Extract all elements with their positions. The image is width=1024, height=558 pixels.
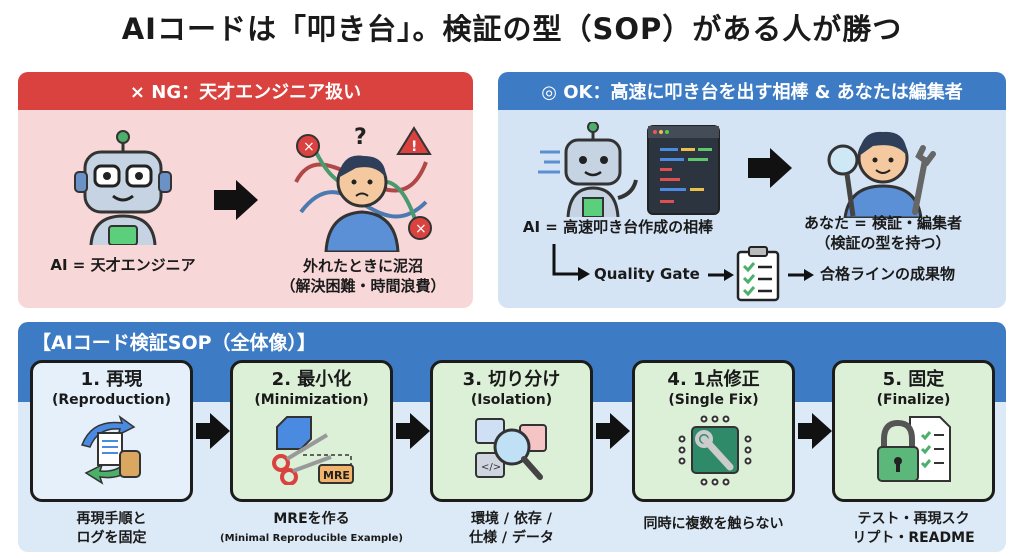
step-arrow-icon (396, 413, 430, 449)
sop-step-card: 5. 固定 (Finalize) (832, 360, 995, 502)
svg-text:MRE: MRE (323, 469, 350, 482)
step-caption: 同時に複数を触らない (612, 515, 815, 534)
ok-you-line1: あなた = 検証・編集者 (803, 214, 962, 232)
ng-result-line2: （解決困難・時間浪費） (280, 277, 446, 295)
sop-step-card: 2. 最小化 (Minimization) MRE (230, 360, 393, 502)
step-title: 5. 固定 (882, 369, 945, 390)
step-title: 2. 最小化 (271, 369, 352, 390)
step-caption: 環境 / 依存 / 仕様 / データ (410, 510, 613, 548)
svg-text:</>: </> (481, 462, 501, 473)
step-caption: MREを作る (Minimal Reproducible Example) (210, 510, 413, 548)
page-title: AIコードは「叩き台」。検証の型（SOP）がある人が勝つ (121, 12, 903, 46)
caption-line2: ログを固定 (76, 530, 147, 546)
step-english: (Reproduction) (52, 392, 171, 408)
caption-line1: 再現手順と (76, 511, 147, 527)
ng-panel: × NG：天才エンジニア扱い ? × ! × AI = 天才エンジニア 外れたと… (18, 72, 473, 308)
ng-result-caption: 外れたときに泥沼 （解決困難・時間浪費） (268, 256, 458, 296)
ok-you-line2: （検証の型を持つ） (815, 234, 951, 252)
ok-ai-caption: AI = 高速叩き台作成の相棒 (522, 218, 714, 236)
svg-text:×: × (303, 139, 315, 155)
caption-line1: テスト・再現スク (857, 511, 970, 527)
caption-line1: 同時に複数を触らない (643, 516, 784, 532)
caption-line2: 仕様 / データ (469, 530, 554, 546)
code-window-icon (647, 125, 720, 215)
sop-step-card: 4. 1点修正 (Single Fix) (632, 360, 795, 502)
checklist-clipboard-icon (736, 246, 780, 302)
svg-text:!: ! (411, 139, 417, 155)
step-arrow-icon (196, 413, 230, 449)
robot-icon (74, 130, 172, 245)
scissors-cut-icon: MRE (271, 416, 354, 486)
step-english: (Minimization) (254, 392, 369, 408)
arrow-icon (214, 180, 258, 220)
reproduce-cycle-icon (80, 415, 141, 485)
arrow-icon (748, 148, 792, 188)
caption-line1: 環境 / 依存 / (471, 511, 552, 527)
sop-step-card: 1. 再現 (Reproduction) (30, 360, 193, 502)
editor-person-icon (827, 131, 936, 218)
step-caption: テスト・再現スクリプト・README (812, 510, 1015, 548)
step-arrow-icon (596, 413, 630, 449)
caption-line2: リプト・README (852, 530, 975, 546)
confused-person-icon: ? × ! × (294, 125, 432, 252)
step-caption: 再現手順とログを固定 (10, 510, 213, 548)
step-arrow-icon (798, 413, 832, 449)
step-english: (Single Fix) (668, 392, 759, 408)
quality-gate-label: Quality Gate (594, 265, 700, 283)
lock-checklist-icon (876, 416, 951, 482)
step-title: 1. 再現 (80, 369, 143, 390)
magnifier-isolation-icon: </> (474, 418, 547, 480)
arrow-icon (708, 269, 734, 281)
svg-text:?: ? (354, 125, 367, 150)
ng-ai-caption: AI = 天才エンジニア (50, 256, 196, 274)
chip-wrench-icon (678, 415, 751, 486)
step-title: 3. 切り分け (462, 369, 561, 390)
sop-header: 【AIコード検証SOP（全体像）】 (32, 332, 317, 354)
caption-line2: (Minimal Reproducible Example) (220, 533, 403, 544)
step-english: (Isolation) (470, 392, 553, 408)
ok-header: ◎ OK：高速に叩き台を出す相棒 & あなたは編集者 (498, 72, 1006, 110)
step-english: (Finalize) (876, 392, 951, 408)
ng-header: × NG：天才エンジニア扱い (18, 72, 473, 110)
elbow-arrow-icon (552, 244, 590, 281)
caption-line1: MREを作る (273, 511, 350, 527)
output-label: 合格ラインの成果物 (820, 265, 956, 283)
ok-you-caption: あなた = 検証・編集者 （検証の型を持つ） (778, 213, 988, 253)
sop-step-card: 3. 切り分け (Isolation) </> (430, 360, 593, 502)
ok-panel: ◎ OK：高速に叩き台を出す相棒 & あなたは編集者 AI = 高速叩き台作成の… (498, 72, 1006, 308)
fast-robot-icon (538, 122, 638, 217)
svg-text:×: × (415, 221, 427, 237)
arrow-icon (788, 269, 814, 281)
step-title: 4. 1点修正 (667, 369, 760, 390)
ng-result-line1: 外れたときに泥沼 (302, 257, 423, 275)
